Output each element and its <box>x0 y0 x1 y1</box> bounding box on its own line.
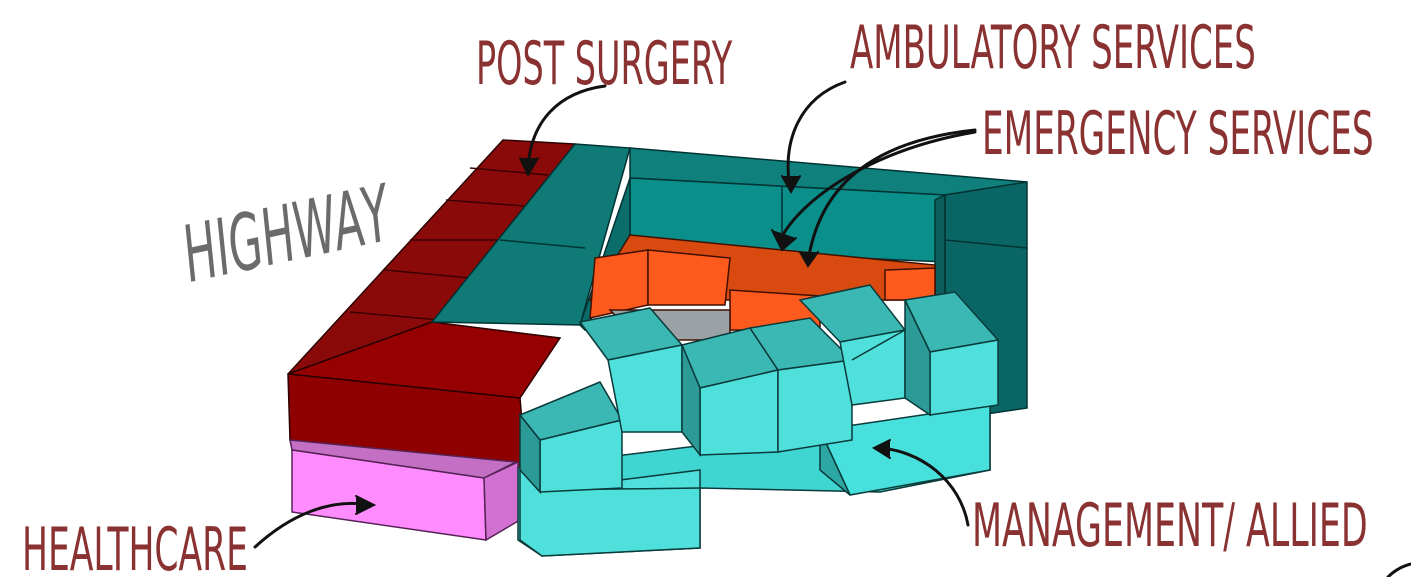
highway-label: HIGHWAY <box>175 169 401 301</box>
ambulatory-services-label: AMBULATORY SERVICES <box>850 12 1256 83</box>
ambulatory-arrow <box>786 80 847 190</box>
healthcare-label: HEALTHCARE <box>22 514 248 577</box>
emergency-services-label: EMERGENCY SERVICES <box>982 98 1374 168</box>
management-allied-label: MANAGEMENT/ ALLIED <box>972 490 1368 560</box>
management-block <box>517 284 1000 557</box>
annotation-arrows <box>253 80 1411 577</box>
post-surgery-label: POST SURGERY <box>476 29 733 99</box>
management-arrow <box>876 446 970 527</box>
corner-mark <box>1386 562 1411 577</box>
healthcare-block <box>289 439 521 542</box>
post-surgery-arrow <box>526 84 607 172</box>
